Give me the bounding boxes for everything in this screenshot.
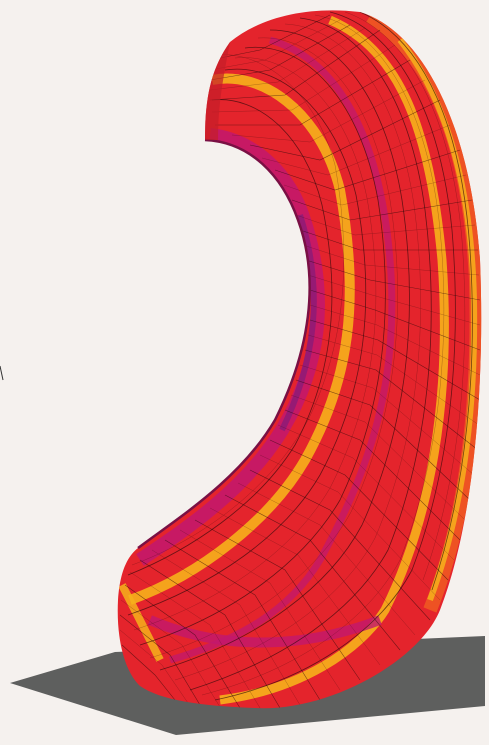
magenta-band-bottom (148, 615, 382, 648)
mesh-transverse-lines (119, 14, 481, 709)
inner-rim-edge (137, 138, 311, 549)
inner-magenta-band (136, 128, 325, 566)
top-cut-face (205, 42, 230, 140)
mesh-fine-lines (119, 11, 481, 709)
mesh-longitudinal-lines (127, 11, 473, 701)
yellow-band-right (219, 15, 449, 705)
left-edge-tick (0, 365, 4, 381)
magenta-band-middle (169, 36, 396, 664)
yellow-band-outer (397, 38, 478, 602)
yellow-band-bottom (118, 583, 164, 662)
yellow-band-left (128, 73, 355, 605)
inner-purple-band (279, 214, 317, 432)
